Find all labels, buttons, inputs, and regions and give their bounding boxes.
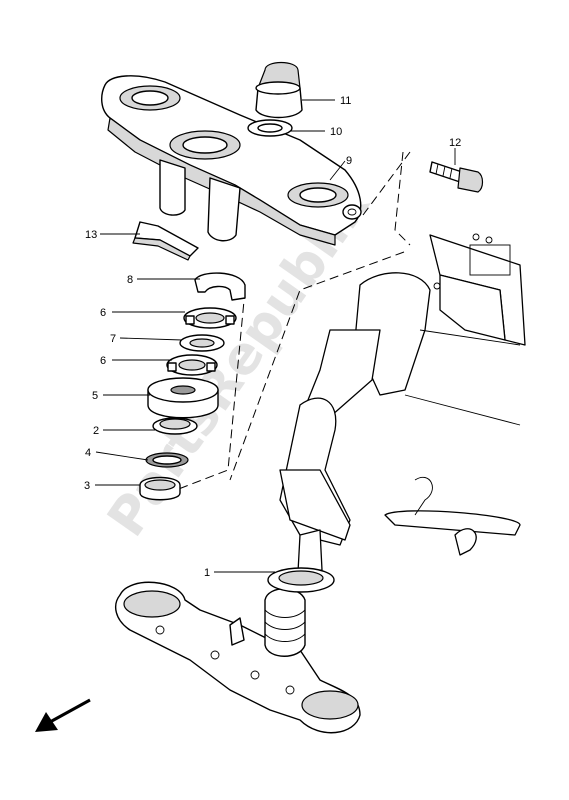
callout-5: 5 bbox=[92, 390, 98, 402]
frame-head-pipe bbox=[279, 233, 526, 556]
assembly-guide-lines bbox=[149, 151, 411, 501]
callout-10: 10 bbox=[330, 126, 342, 138]
ring-nut-upper bbox=[183, 307, 237, 329]
leader-lines bbox=[95, 99, 456, 573]
callout-12: 12 bbox=[449, 137, 461, 149]
ball-bearing bbox=[145, 452, 189, 468]
front-direction-arrow-icon bbox=[35, 698, 91, 732]
callout-4: 4 bbox=[85, 447, 91, 459]
rubber-washer bbox=[179, 334, 225, 352]
ring-nut-lower bbox=[166, 354, 218, 376]
washer bbox=[247, 119, 293, 137]
callout-6-upper: 6 bbox=[100, 307, 106, 319]
callout-6-lower: 6 bbox=[100, 355, 106, 367]
callout-11: 11 bbox=[340, 95, 351, 107]
callout-13: 13 bbox=[85, 229, 97, 241]
callout-2: 2 bbox=[93, 425, 99, 437]
callout-8: 8 bbox=[127, 274, 133, 286]
upper-race bbox=[152, 417, 198, 435]
upper-bracket bbox=[101, 75, 362, 246]
callout-9: 9 bbox=[346, 155, 352, 167]
under-bracket-steering-stem bbox=[114, 529, 361, 734]
callout-7: 7 bbox=[110, 333, 116, 345]
callout-1: 1 bbox=[204, 567, 210, 579]
bearing-cover bbox=[147, 377, 219, 419]
callout-3: 3 bbox=[84, 480, 90, 492]
lower-race bbox=[139, 476, 181, 501]
lock-washer bbox=[194, 272, 246, 301]
cap-nut bbox=[255, 61, 303, 119]
plate bbox=[132, 221, 199, 261]
callout-numbers: 1 2 3 4 5 6 6 7 8 9 10 11 12 13 bbox=[84, 95, 461, 579]
bolt bbox=[429, 161, 484, 193]
